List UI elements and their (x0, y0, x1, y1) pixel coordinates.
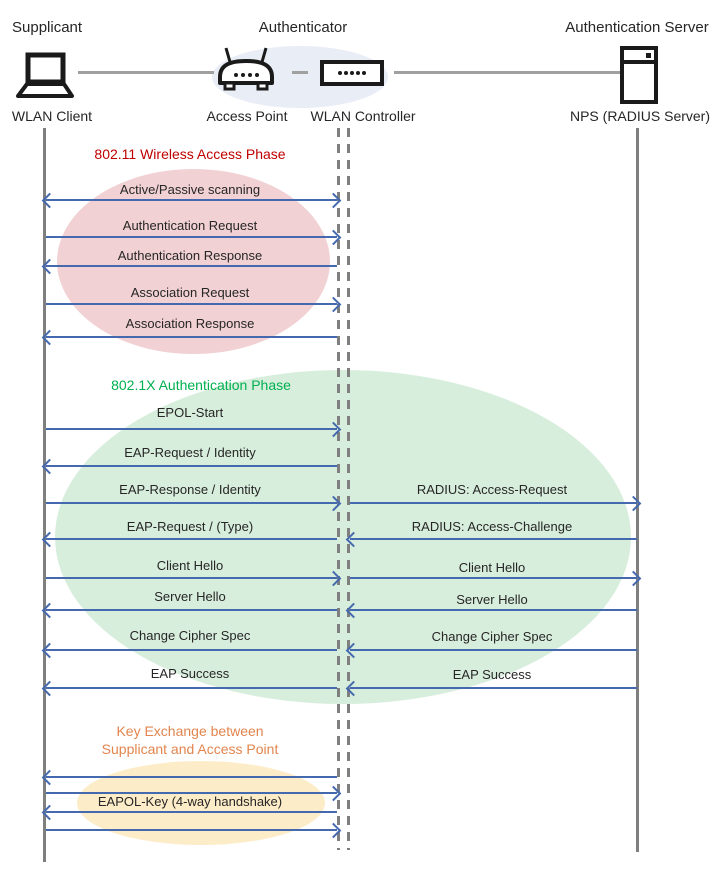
message-label: Server Hello (154, 589, 226, 604)
message-label: RADIUS: Access-Request (416, 482, 568, 497)
message-label: Authentication Request (122, 218, 258, 233)
connector-line (292, 71, 308, 74)
connector-line (78, 71, 214, 74)
node-label-nps-radius-server: NPS (RADIUS Server) (569, 108, 711, 124)
node-label-access-point: Access Point (206, 108, 288, 124)
role-authenticator: Authenticator (258, 19, 348, 36)
message-label: Authentication Response (117, 248, 263, 263)
message-label: RADIUS: Access-Challenge (411, 519, 573, 534)
phase1-title: 802.11 Wireless Access Phase (94, 146, 286, 162)
message-arrow-right (46, 303, 337, 305)
key-exchange-arrow-left (46, 811, 337, 813)
message-arrow-left (46, 336, 337, 338)
node-label-wlan-controller: WLAN Controller (310, 108, 416, 124)
key-exchange-arrow-right (46, 792, 337, 794)
message-arrow-left (46, 609, 337, 611)
message-label: EAP-Response / Identity (119, 482, 261, 497)
role-authentication-server: Authentication Server (565, 19, 709, 36)
wlan-controller-icon (320, 60, 384, 86)
phase3-title-line1: Key Exchange between (116, 723, 264, 739)
message-label: Association Response (125, 316, 255, 331)
message-arrow-right (46, 502, 337, 504)
message-label: Client Hello (458, 560, 526, 575)
message-label: Change Cipher Spec (431, 629, 553, 644)
lifeline-dashed-right (347, 128, 350, 850)
phase3-title-line2: Supplicant and Access Point (101, 741, 279, 757)
lifeline-wlan-client (43, 128, 46, 862)
message-label: EPOL-Start (156, 405, 224, 420)
message-label: Association Request (130, 285, 250, 300)
message-label: Client Hello (156, 558, 224, 573)
message-arrow-right (350, 577, 637, 579)
message-label: EAP Success (452, 667, 532, 682)
key-exchange-arrow-right (46, 829, 337, 831)
message-arrow-left (46, 465, 337, 467)
message-label: Change Cipher Spec (129, 628, 251, 643)
message-arrow-right (46, 236, 337, 238)
phase3-title: Key Exchange between Supplicant and Acce… (102, 722, 279, 758)
message-label: EAP Success (150, 666, 230, 681)
key-exchange-arrow-left (46, 776, 337, 778)
lifeline-dashed-left (337, 128, 340, 850)
message-arrow-right (46, 577, 337, 579)
laptop-icon (15, 52, 75, 100)
phase2-ellipse (55, 370, 631, 704)
message-arrow-both (46, 199, 337, 201)
connector-line (394, 71, 620, 74)
message-arrow-left (46, 649, 337, 651)
lifeline-radius-server (636, 128, 639, 852)
phase3-ellipse (77, 761, 325, 845)
server-icon (620, 46, 658, 104)
message-arrow-right (46, 428, 337, 430)
node-label-wlan-client: WLAN Client (11, 108, 93, 124)
message-label: Server Hello (456, 592, 528, 607)
message-arrow-left (350, 609, 637, 611)
message-arrow-right (350, 502, 637, 504)
role-supplicant: Supplicant (12, 19, 83, 36)
message-arrow-left (350, 649, 637, 651)
access-point-icon (215, 46, 277, 93)
message-label: Active/Passive scanning (119, 182, 261, 197)
message-arrow-left (46, 538, 337, 540)
message-arrow-left (46, 687, 337, 689)
phase2-title: 802.1X Authentication Phase (111, 377, 291, 393)
message-arrow-left (46, 265, 337, 267)
message-arrow-left (350, 538, 637, 540)
message-arrow-left (350, 687, 637, 689)
message-label: EAP-Request / (Type) (126, 519, 254, 534)
key-exchange-label: EAPOL-Key (4-way handshake) (97, 794, 283, 809)
message-label: EAP-Request / Identity (124, 445, 256, 460)
